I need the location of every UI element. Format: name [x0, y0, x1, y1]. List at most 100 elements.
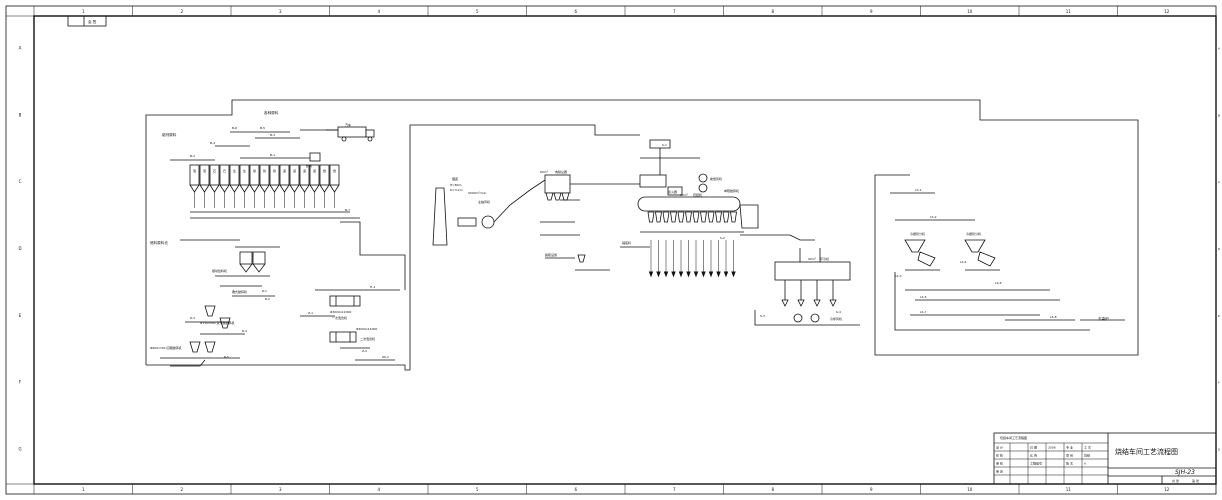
bins-row: 混混石石生生铁铁铁返返返返燃燃: [189, 164, 340, 208]
fan-spec: 9000m³/min: [468, 191, 487, 195]
drop-arrow: [693, 271, 699, 278]
cooler-legs: [781, 280, 837, 307]
wind-box: [662, 211, 670, 223]
conv-b1: B-6: [232, 126, 237, 130]
stack-spec-1: H=80m: [450, 183, 462, 187]
raw-material-section: 各种原料 熔剂原料 B-6 B-5 B-4 B-3 B-2 B-1 B-7 混混…: [162, 110, 375, 219]
frame-bottom-label: 4: [377, 487, 380, 492]
storage-bin: [219, 164, 230, 186]
cooler-outlet: [829, 299, 837, 307]
esp-hoppers: [545, 192, 570, 201]
sheet-current: 第 张: [1192, 478, 1199, 483]
frame-top-label: 3: [279, 9, 282, 14]
frame-top-label: 9: [870, 9, 873, 14]
frame-top-label: 4: [377, 9, 380, 14]
crush-r5: R-5: [224, 355, 229, 359]
wind-box: [647, 211, 655, 223]
screen-1: [904, 239, 926, 253]
sinter-area: 90m²: [680, 193, 689, 197]
frame-top-label: 2: [180, 9, 183, 14]
exhaust-section: 烟囱 H=80m D=3.2m 9000m³/min 主抽风机 60m² 电除尘…: [432, 169, 640, 271]
wind-box: [715, 211, 722, 223]
storage-bin: [279, 164, 290, 186]
storage-bin: [249, 164, 260, 186]
drop-arrow: [716, 271, 721, 278]
conv-z2: Z-2: [362, 349, 367, 353]
drop-arrow: [671, 271, 676, 278]
conv-s3: S-3: [760, 314, 765, 318]
frame-right-label: B: [1218, 113, 1220, 117]
frame-left-label: E: [19, 313, 22, 318]
cooler-outlet: [797, 299, 805, 307]
title-grid-cell: 审 核: [996, 461, 1003, 466]
cooler-outlet: [813, 299, 821, 307]
fan1-label: 助燃风机: [710, 176, 722, 181]
destination-label: 去高炉: [1098, 316, 1109, 321]
crusher-note-2: Φ750x500 双光辊破碎机: [200, 320, 235, 325]
conv-b6: B-1: [270, 153, 275, 157]
bin-hopper: [269, 184, 280, 193]
esp-label: 电除尘器: [555, 169, 567, 174]
conv-ls8: LS-8: [1050, 315, 1057, 319]
storage-bin-label: 铁: [263, 168, 266, 173]
bin-hopper: [279, 184, 290, 193]
drop-arrows: [648, 240, 736, 278]
project-row: 烧结车间工艺流程图: [1000, 435, 1027, 440]
title-grid-cell: 审 定: [996, 469, 1003, 474]
storage-bin-label: 铁: [273, 168, 276, 173]
cooler-label: 环冷机: [820, 256, 829, 261]
esp-hopper: [553, 192, 562, 201]
frame-bottom-label: 12: [1164, 487, 1170, 492]
frame-top-label: 10: [967, 9, 973, 14]
screener-label: 振动给料机: [212, 268, 227, 273]
fan-label: 主抽风机: [478, 199, 490, 204]
frame-bottom-label: 2: [180, 487, 183, 492]
cooler: [774, 261, 851, 281]
frame-top-ticks: [6, 6, 1216, 494]
bin-hopper: [229, 184, 240, 193]
mixer-drum-1-spec: Φ3000x12000: [330, 310, 351, 314]
cooler-section: 90m² 环冷机 冷却风机 S-3 S-4: [754, 248, 860, 326]
crush-r2: R-2: [265, 297, 270, 301]
screening-section: LS-1 LS-2 冷振筛分机 冷振筛分机 LS-3 LS-4 LS-5 LS-…: [890, 188, 1125, 331]
conv-ls3: LS-3: [895, 274, 902, 278]
esp-box: [544, 174, 571, 194]
truck-icon: [326, 126, 375, 142]
crush-r3: R-3: [190, 316, 195, 320]
conv-b7: B-7: [345, 208, 350, 212]
frame-bottom-label: 8: [771, 487, 774, 492]
mixer-drum-2: [329, 331, 357, 343]
storage-bin: [289, 164, 300, 186]
frame-right-label: F: [1218, 381, 1220, 385]
conv-b3: B-4: [210, 141, 215, 145]
storage-bin-label: 燃: [333, 168, 336, 173]
drawing-title: 烧结车间工艺流程图: [1115, 447, 1178, 456]
bin-hopper: [199, 184, 210, 193]
storage-bin: [299, 164, 310, 186]
chimney-stack: [432, 187, 448, 246]
drop-arrow: [663, 271, 669, 278]
title-grid-cell: 比 例: [1030, 453, 1037, 458]
desulf-label: 脱硫设施: [545, 252, 557, 257]
bedding-label: 铺底料: [622, 240, 631, 245]
sinter-strand: [637, 196, 741, 212]
conv-b4: B-3: [270, 133, 275, 137]
wind-box: [670, 211, 677, 223]
crushing-section: 燃料原料仓 振动给料机 R-1 R-2 锤式破碎机 Φ750x500 双光辊破碎…: [150, 239, 280, 367]
unloader-label: 卸料: [306, 163, 312, 168]
crush-r1: R-1: [262, 289, 267, 293]
storage-bin-label: 混: [193, 168, 196, 173]
frame-bottom-label: 5: [476, 487, 479, 492]
screen-2-label: 冷振筛分机: [966, 231, 981, 236]
corner-stamp: 会 签: [67, 15, 107, 27]
frame-top-label: 1: [82, 9, 85, 14]
wind-box: [655, 211, 662, 223]
storage-bin-label: 生: [233, 168, 236, 173]
storage-bin-label: 返: [303, 168, 306, 173]
conv-s2: S-2: [720, 236, 725, 240]
title-grid-cell: 设 计: [996, 445, 1003, 450]
storage-bin-label: 生: [243, 168, 246, 173]
